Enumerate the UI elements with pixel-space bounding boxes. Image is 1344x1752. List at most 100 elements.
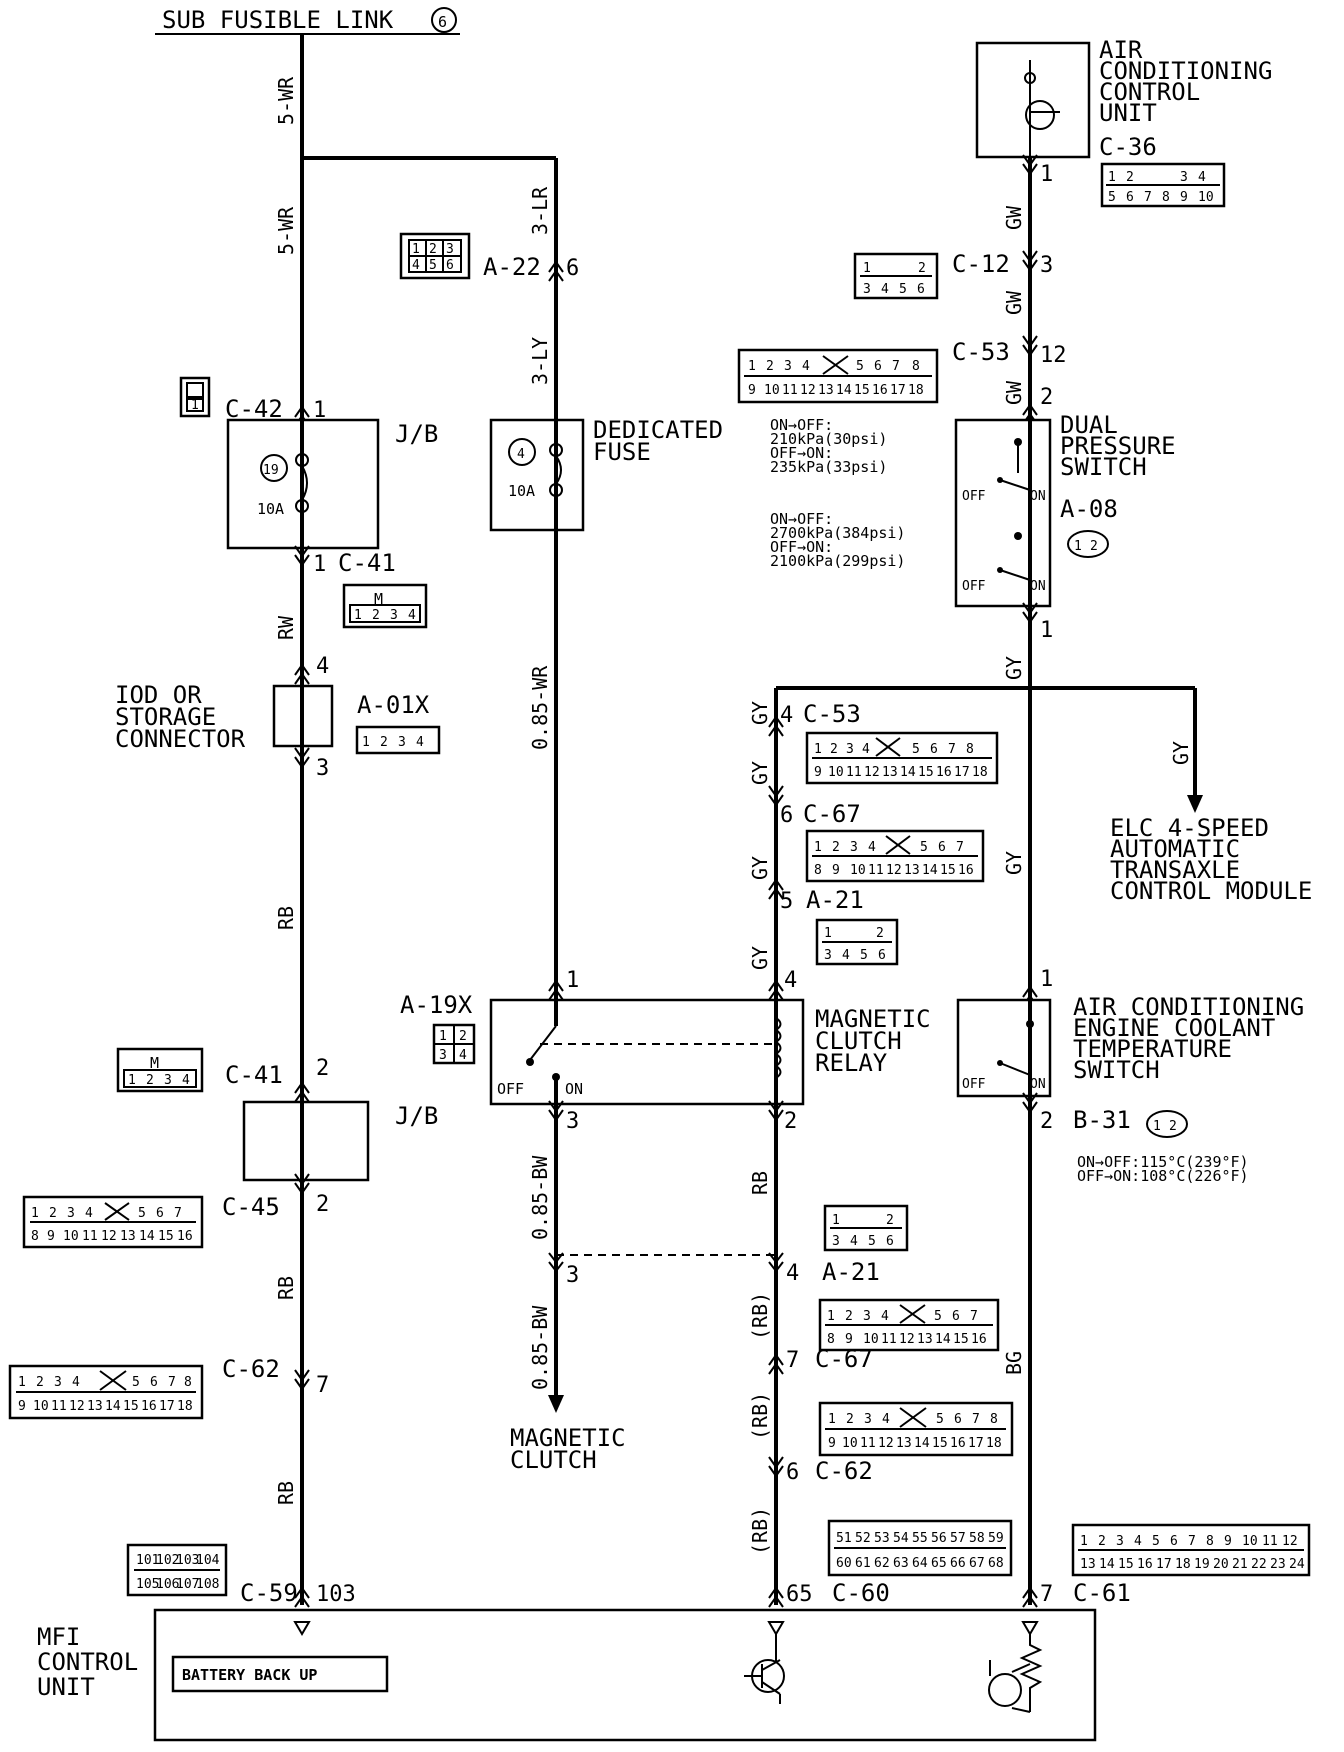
svg-text:ON→OFF:: ON→OFF: bbox=[770, 510, 833, 528]
svg-text:1: 1 bbox=[439, 1029, 447, 1044]
svg-text:4: 4 bbox=[408, 608, 416, 623]
svg-text:10: 10 bbox=[33, 1399, 49, 1414]
fuse-4-number: 4 bbox=[517, 447, 525, 462]
svg-text:1: 1 bbox=[1040, 967, 1053, 992]
svg-text:3: 3 bbox=[164, 1073, 172, 1088]
svg-text:1: 1 bbox=[566, 968, 579, 993]
svg-text:1: 1 bbox=[362, 735, 370, 750]
connector-a22-label: A-22 bbox=[483, 253, 541, 281]
svg-text:2: 2 bbox=[1126, 170, 1134, 185]
svg-text:1: 1 bbox=[827, 1309, 835, 1324]
svg-text:6: 6 bbox=[1126, 190, 1134, 205]
svg-text:C-45: C-45 bbox=[222, 1193, 280, 1221]
svg-text:1: 1 bbox=[828, 1412, 836, 1427]
svg-text:10: 10 bbox=[828, 765, 844, 780]
svg-text:4: 4 bbox=[881, 282, 889, 297]
connector-a22-pin: 6 bbox=[566, 256, 579, 281]
svg-text:3: 3 bbox=[846, 742, 854, 757]
svg-text:TEMPERATURE: TEMPERATURE bbox=[1073, 1035, 1232, 1063]
svg-text:11: 11 bbox=[782, 383, 798, 398]
svg-text:4: 4 bbox=[784, 968, 797, 993]
svg-text:3: 3 bbox=[316, 756, 329, 781]
svg-text:M: M bbox=[374, 590, 383, 608]
svg-text:1: 1 bbox=[1080, 1534, 1088, 1549]
svg-text:10: 10 bbox=[863, 1332, 879, 1347]
dual-pressure-switch: 2 OFF ON OFF ON DUAL PRESSURE SWITCH ON→… bbox=[770, 385, 1176, 643]
svg-text:56: 56 bbox=[931, 1531, 947, 1546]
svg-text:1: 1 bbox=[128, 1073, 136, 1088]
svg-text:15: 15 bbox=[932, 1436, 948, 1451]
svg-text:SWITCH: SWITCH bbox=[1060, 453, 1147, 481]
svg-text:3: 3 bbox=[1116, 1534, 1124, 1549]
svg-text:8: 8 bbox=[966, 742, 974, 757]
svg-text:3: 3 bbox=[864, 1412, 872, 1427]
svg-text:ON: ON bbox=[1030, 489, 1046, 504]
svg-text:8: 8 bbox=[31, 1229, 39, 1244]
svg-text:14: 14 bbox=[836, 383, 852, 398]
svg-text:13: 13 bbox=[896, 1436, 912, 1451]
svg-text:C-60: C-60 bbox=[832, 1579, 890, 1607]
svg-text:5: 5 bbox=[920, 840, 928, 855]
svg-text:9: 9 bbox=[18, 1399, 26, 1414]
svg-text:4: 4 bbox=[802, 359, 810, 374]
svg-text:18: 18 bbox=[908, 383, 924, 398]
svg-text:58: 58 bbox=[969, 1531, 985, 1546]
svg-text:53: 53 bbox=[874, 1531, 890, 1546]
svg-text:210kPa(30psi): 210kPa(30psi) bbox=[770, 430, 887, 448]
svg-text:7: 7 bbox=[970, 1309, 978, 1324]
svg-text:MFI: MFI bbox=[37, 1623, 80, 1651]
wire-color-085bw-b: 0.85-BW bbox=[528, 1305, 552, 1390]
air-conditioning-control-unit: AIR CONDITIONING CONTROL UNIT C-36 1 bbox=[975, 36, 1272, 187]
svg-text:2: 2 bbox=[1090, 539, 1098, 554]
engine-coolant-temperature-switch: 1 OFF ON AIR CONDITIONING ENGINE COOLANT… bbox=[956, 967, 1304, 1185]
svg-text:4: 4 bbox=[316, 654, 329, 679]
fuse-4-amp: 10A bbox=[508, 482, 535, 500]
wire-color-rb3: RB bbox=[274, 1481, 298, 1505]
svg-text:A-21: A-21 bbox=[806, 886, 864, 914]
svg-text:A-21: A-21 bbox=[822, 1258, 880, 1286]
svg-text:CONDITIONING: CONDITIONING bbox=[1099, 57, 1272, 85]
svg-text:15: 15 bbox=[940, 863, 956, 878]
svg-text:2: 2 bbox=[316, 1192, 329, 1217]
svg-text:14: 14 bbox=[935, 1332, 951, 1347]
junction-block-2: M 1 2 3 4 C-41 2 J/B C-45 2 bbox=[116, 1047, 438, 1221]
connector-c60: 51 52 53 54 55 56 57 58 59 60 61 62 63 6… bbox=[768, 1519, 1013, 1608]
svg-text:AIR: AIR bbox=[1099, 36, 1143, 64]
svg-text:1: 1 bbox=[354, 608, 362, 623]
svg-text:10: 10 bbox=[850, 863, 866, 878]
svg-text:103: 103 bbox=[316, 1582, 356, 1607]
svg-text:3: 3 bbox=[398, 735, 406, 750]
svg-text:16: 16 bbox=[1137, 1557, 1153, 1572]
wire-color-rw: RW bbox=[274, 615, 298, 640]
svg-text:11: 11 bbox=[860, 1436, 876, 1451]
svg-text:AUTOMATIC: AUTOMATIC bbox=[1110, 835, 1240, 863]
svg-text:18: 18 bbox=[986, 1436, 1002, 1451]
svg-text:3: 3 bbox=[439, 1048, 447, 1063]
wire-color-085bw-a: 0.85-BW bbox=[528, 1155, 552, 1240]
svg-text:C-62: C-62 bbox=[222, 1355, 280, 1383]
svg-text:2: 2 bbox=[830, 742, 838, 757]
svg-text:ON→OFF:115°C(239°F): ON→OFF:115°C(239°F) bbox=[1077, 1153, 1249, 1171]
svg-text:2: 2 bbox=[846, 1412, 854, 1427]
svg-text:MAGNETIC: MAGNETIC bbox=[510, 1424, 626, 1452]
svg-text:7: 7 bbox=[174, 1206, 182, 1221]
svg-text:A-08: A-08 bbox=[1060, 495, 1118, 523]
svg-text:15: 15 bbox=[953, 1332, 969, 1347]
svg-text:12: 12 bbox=[864, 765, 880, 780]
svg-text:6: 6 bbox=[150, 1375, 158, 1390]
svg-text:CONTROL MODULE: CONTROL MODULE bbox=[1110, 877, 1312, 905]
wire-color-rb2: RB bbox=[274, 1276, 298, 1300]
fuse-19-number: 19 bbox=[263, 463, 279, 478]
svg-text:2: 2 bbox=[36, 1375, 44, 1390]
svg-text:15: 15 bbox=[918, 765, 934, 780]
svg-text:8: 8 bbox=[1206, 1534, 1214, 1549]
svg-text:235kPa(33psi): 235kPa(33psi) bbox=[770, 458, 887, 476]
svg-text:9: 9 bbox=[47, 1229, 55, 1244]
svg-text:J/B: J/B bbox=[395, 1102, 438, 1130]
svg-text:4: 4 bbox=[862, 742, 870, 757]
svg-text:OFF→ON:: OFF→ON: bbox=[770, 444, 833, 462]
fuse-19-amp: 10A bbox=[257, 500, 284, 518]
svg-text:1: 1 bbox=[191, 398, 199, 413]
svg-text:6: 6 bbox=[446, 258, 454, 273]
connector-c67b: 1 2 3 4 5 6 7 8 9 10 11 12 13 14 15 16 7… bbox=[768, 1298, 1000, 1375]
